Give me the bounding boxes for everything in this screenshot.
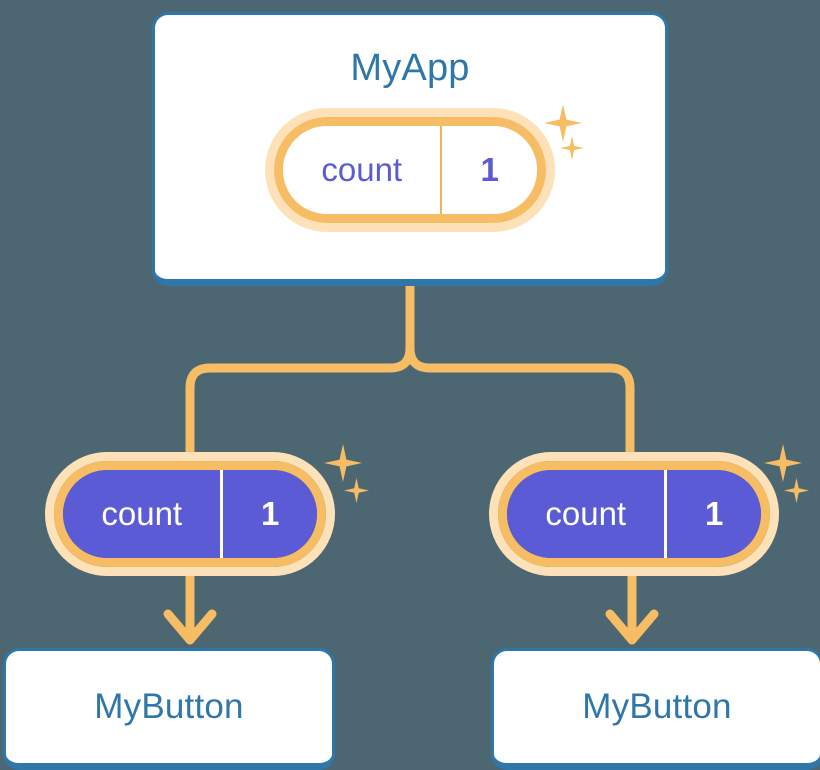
signal-value: 1 [664, 470, 761, 558]
pill-halo [489, 452, 779, 576]
sparkle-icon [784, 478, 809, 503]
sparkle-icon [324, 444, 362, 482]
signal-name: count [321, 151, 403, 188]
pill-body: count 1 [507, 470, 761, 558]
signal-name: count [101, 495, 183, 532]
button-card-right[interactable]: MyButton [491, 648, 820, 770]
pill-halo [265, 108, 555, 232]
pill-halo [45, 452, 335, 576]
arrow-down-icon-left [163, 609, 217, 645]
pill-ring [274, 117, 546, 223]
app-card-title: MyApp [350, 47, 470, 89]
signal-value: 1 [220, 470, 317, 558]
arrow-down-icon-right [605, 609, 659, 645]
button-card-left[interactable]: MyButton [3, 648, 335, 770]
signal-name: count [545, 495, 627, 532]
pill-ring [498, 461, 770, 567]
signal-value: 1 [440, 126, 537, 214]
signal-pill-app[interactable]: count 1 [265, 108, 555, 232]
connector-branch-right [405, 281, 635, 457]
pill-body: count 1 [63, 470, 317, 558]
button-card-title: MyButton [94, 687, 244, 726]
sparkle-icon [344, 478, 369, 503]
connector-branch-left [185, 281, 415, 457]
pill-body: count 1 [283, 126, 537, 214]
pill-ring [54, 461, 326, 567]
button-card-title: MyButton [582, 687, 732, 726]
signal-pill-left[interactable]: count 1 [45, 452, 335, 576]
sparkle-icon [764, 444, 802, 482]
signal-pill-right[interactable]: count 1 [489, 452, 779, 576]
